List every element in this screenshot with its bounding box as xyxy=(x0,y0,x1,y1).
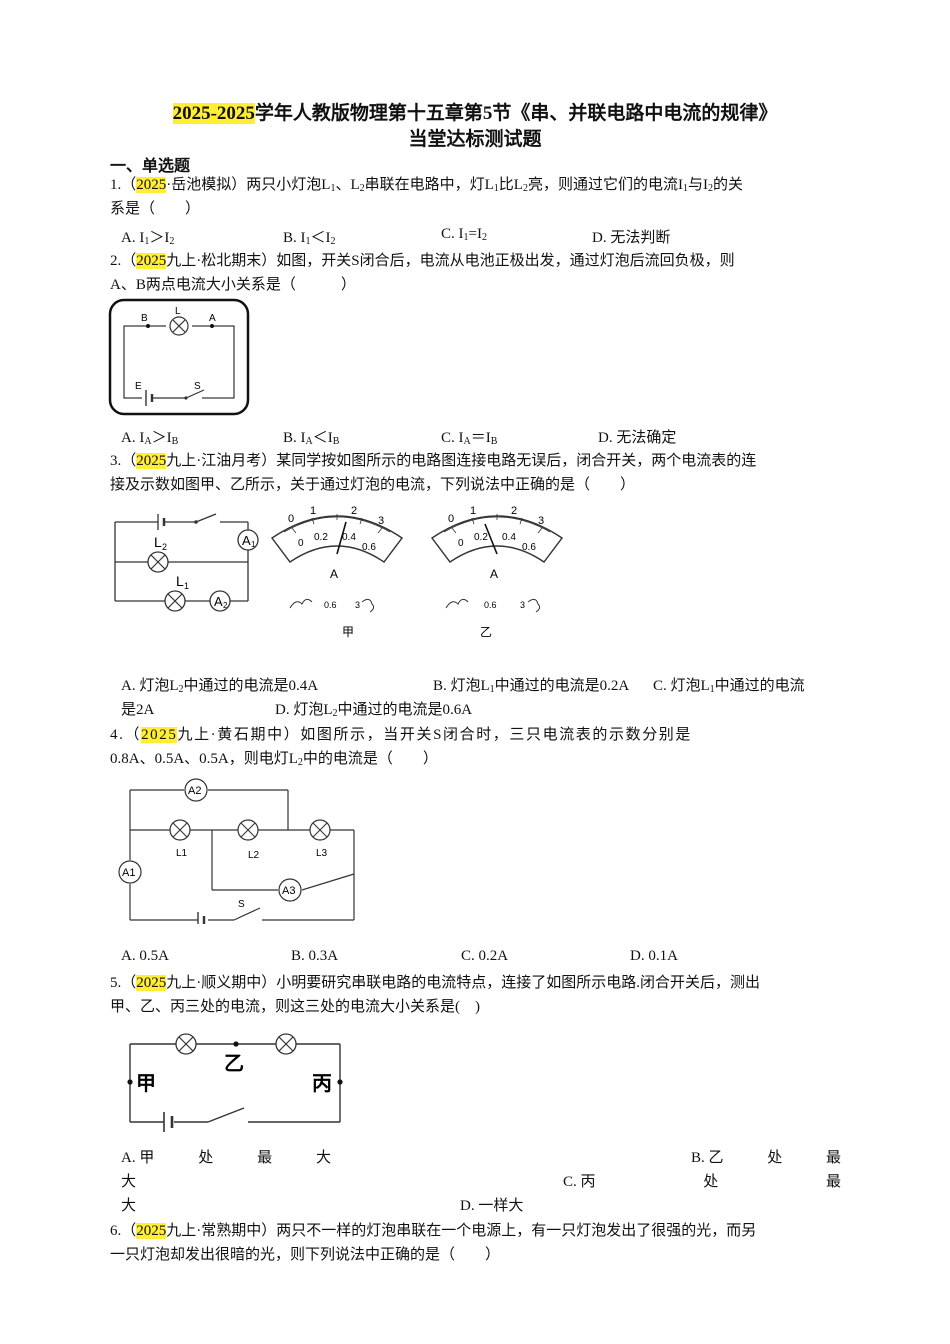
svg-text:3: 3 xyxy=(538,515,544,527)
svg-text:A: A xyxy=(490,567,498,581)
q4-option-c[interactable]: C. 0.2A xyxy=(461,948,509,964)
svg-text:0.6: 0.6 xyxy=(522,542,536,553)
svg-text:0.6: 0.6 xyxy=(324,600,337,610)
q3-ammeter-jia: 0 1 2 3 0 0.2 0.4 0.6 A 0.6 3 甲 xyxy=(270,505,404,639)
svg-text:0: 0 xyxy=(288,513,294,525)
svg-text:1: 1 xyxy=(251,540,256,549)
q5-stem: 5.（2025九上·顺义期中）小明要研究串联电路的电流特点，连接了如图所示电路.… xyxy=(110,975,761,991)
svg-text:0: 0 xyxy=(448,513,454,525)
q5-circuit-figure: 甲 乙 丙 xyxy=(127,1033,343,1132)
svg-text:0: 0 xyxy=(298,538,304,549)
q2-option-b[interactable]: B. IA＜IB xyxy=(283,430,340,447)
q6-stem: 6.（2025九上·常熟期中）两只不一样的灯泡串联在一个电源上，有一只灯泡发出了… xyxy=(110,1223,757,1239)
svg-text:2: 2 xyxy=(351,505,357,517)
svg-text:S: S xyxy=(238,899,245,910)
q3-option-c[interactable]: C. 灯泡L1中通过的电流 xyxy=(653,678,805,695)
q3-ammeter-yi: 0 1 2 3 0 0.2 0.4 0.6 A 0.6 3 乙 xyxy=(430,505,564,639)
svg-text:L1: L1 xyxy=(176,848,188,859)
q3-stem-line2: 接及示数如图甲、乙所示，关于通过灯泡的电流，下列说法中正确的是（ ） xyxy=(110,477,636,493)
q6-stem-line2: 一只灯泡却发出很暗的光，则下列说法中正确的是（ ） xyxy=(110,1247,501,1263)
q5-option-b-cont: 大 xyxy=(121,1174,137,1190)
svg-text:L2: L2 xyxy=(248,850,260,861)
q3-option-a[interactable]: A. 灯泡L2中通过的电流是0.4A xyxy=(121,678,319,695)
q4-option-a[interactable]: A. 0.5A xyxy=(121,948,169,964)
title-year: 2025-2025 xyxy=(172,103,255,124)
q2-option-a[interactable]: A. IA＞IB xyxy=(121,430,179,447)
fig-label-b: B xyxy=(141,313,148,324)
fig-label-a: A xyxy=(209,313,216,324)
q3-option-c-cont: 是2A xyxy=(121,702,155,718)
doc-title-line1: 2025-2025学年人教版物理第十五章第5节《串、并联电路中电流的规律》 xyxy=(172,103,778,124)
q2-option-c[interactable]: C. IA＝IB xyxy=(441,430,498,447)
svg-text:A: A xyxy=(242,533,251,548)
q4-circuit-figure: A2 A1 A3 L1 L2 L3 S xyxy=(118,778,355,924)
svg-text:A3: A3 xyxy=(282,885,295,897)
svg-text:2: 2 xyxy=(511,505,517,517)
svg-text:A: A xyxy=(214,594,223,609)
svg-text:0.4: 0.4 xyxy=(502,532,516,543)
q3-stem: 3.（2025九上·江油月考）某同学按如图所示的电路图连接电路无误后，闭合开关，… xyxy=(110,453,757,469)
q4-stem: 4.（2025九上·黄石期中）如图所示，当开关S闭合时，三只电流表的示数分别是 xyxy=(110,727,693,743)
q3-option-b[interactable]: B. 灯泡L1中通过的电流是0.2A xyxy=(433,678,630,695)
q1-stem: 1.（2025·岳池模拟）两只小灯泡L1、L2串联在电路中，灯L1比L2亮，则通… xyxy=(110,177,743,194)
fig-label-l: L xyxy=(175,306,181,317)
q5-option-c-cont: 大 xyxy=(121,1198,137,1214)
svg-text:1: 1 xyxy=(184,581,189,591)
q2-stem-line2: A、B两点电流大小关系是（ ） xyxy=(110,277,356,293)
svg-text:1: 1 xyxy=(470,505,476,517)
svg-text:甲: 甲 xyxy=(136,1073,156,1095)
q5-option-a[interactable]: A. 甲处最大 xyxy=(121,1150,331,1166)
svg-text:0: 0 xyxy=(458,538,464,549)
svg-text:A: A xyxy=(330,567,338,581)
section-heading: 一、单选题 xyxy=(110,158,191,175)
q2-stem: 2.（2025九上·松北期末）如图，开关S闭合后，电流从电池正极出发，通过灯泡后… xyxy=(110,253,735,269)
doc-title-line2: 当堂达标测试题 xyxy=(408,129,542,150)
svg-text:2: 2 xyxy=(223,601,228,610)
svg-text:3: 3 xyxy=(378,515,384,527)
svg-text:乙: 乙 xyxy=(224,1053,244,1075)
svg-text:1: 1 xyxy=(310,505,316,517)
q4-stem-line2: 0.8A、0.5A、0.5A，则电灯L2中的电流是（ ） xyxy=(110,751,438,768)
svg-text:L: L xyxy=(176,573,184,589)
fig-label-e: E xyxy=(135,381,142,392)
q5-option-b[interactable]: B. 乙处最 xyxy=(691,1150,841,1166)
fig-label-s: S xyxy=(194,381,201,392)
svg-text:A2: A2 xyxy=(188,785,201,797)
q5-stem-line2: 甲、乙、丙三处的电流，则这三处的电流大小关系是( ) xyxy=(110,999,480,1015)
q1-option-c[interactable]: C. I1=I2 xyxy=(441,226,487,243)
q5-option-c[interactable]: C. 丙处最 xyxy=(563,1174,841,1190)
svg-text:A1: A1 xyxy=(122,867,135,879)
q2-option-d[interactable]: D. 无法确定 xyxy=(598,430,677,446)
svg-text:0.6: 0.6 xyxy=(362,542,376,553)
svg-text:L: L xyxy=(154,534,162,550)
svg-text:乙: 乙 xyxy=(480,625,492,639)
svg-text:L3: L3 xyxy=(316,848,328,859)
svg-text:0.2: 0.2 xyxy=(474,532,488,543)
svg-text:甲: 甲 xyxy=(342,625,354,639)
svg-text:0.4: 0.4 xyxy=(342,532,356,543)
q2-circuit-figure: B L A E S xyxy=(108,298,250,416)
q4-option-b[interactable]: B. 0.3A xyxy=(291,948,339,964)
q5-option-d[interactable]: D. 一样大 xyxy=(460,1198,524,1214)
q4-option-d[interactable]: D. 0.1A xyxy=(630,948,678,964)
svg-text:2: 2 xyxy=(162,542,167,552)
svg-text:3: 3 xyxy=(520,600,525,610)
svg-text:0.2: 0.2 xyxy=(314,532,328,543)
q1-stem-line2: 系是（ ） xyxy=(110,201,201,217)
q1-option-d[interactable]: D. 无法判断 xyxy=(592,230,671,246)
svg-text:0.6: 0.6 xyxy=(484,600,497,610)
q3-option-d[interactable]: D. 灯泡L2中通过的电流是0.6A xyxy=(275,702,473,719)
svg-text:丙: 丙 xyxy=(312,1073,332,1095)
q1-option-a[interactable]: A. I1＞I2 xyxy=(121,230,175,247)
q1-option-b[interactable]: B. I1＜I2 xyxy=(283,230,336,247)
svg-text:3: 3 xyxy=(355,600,360,610)
